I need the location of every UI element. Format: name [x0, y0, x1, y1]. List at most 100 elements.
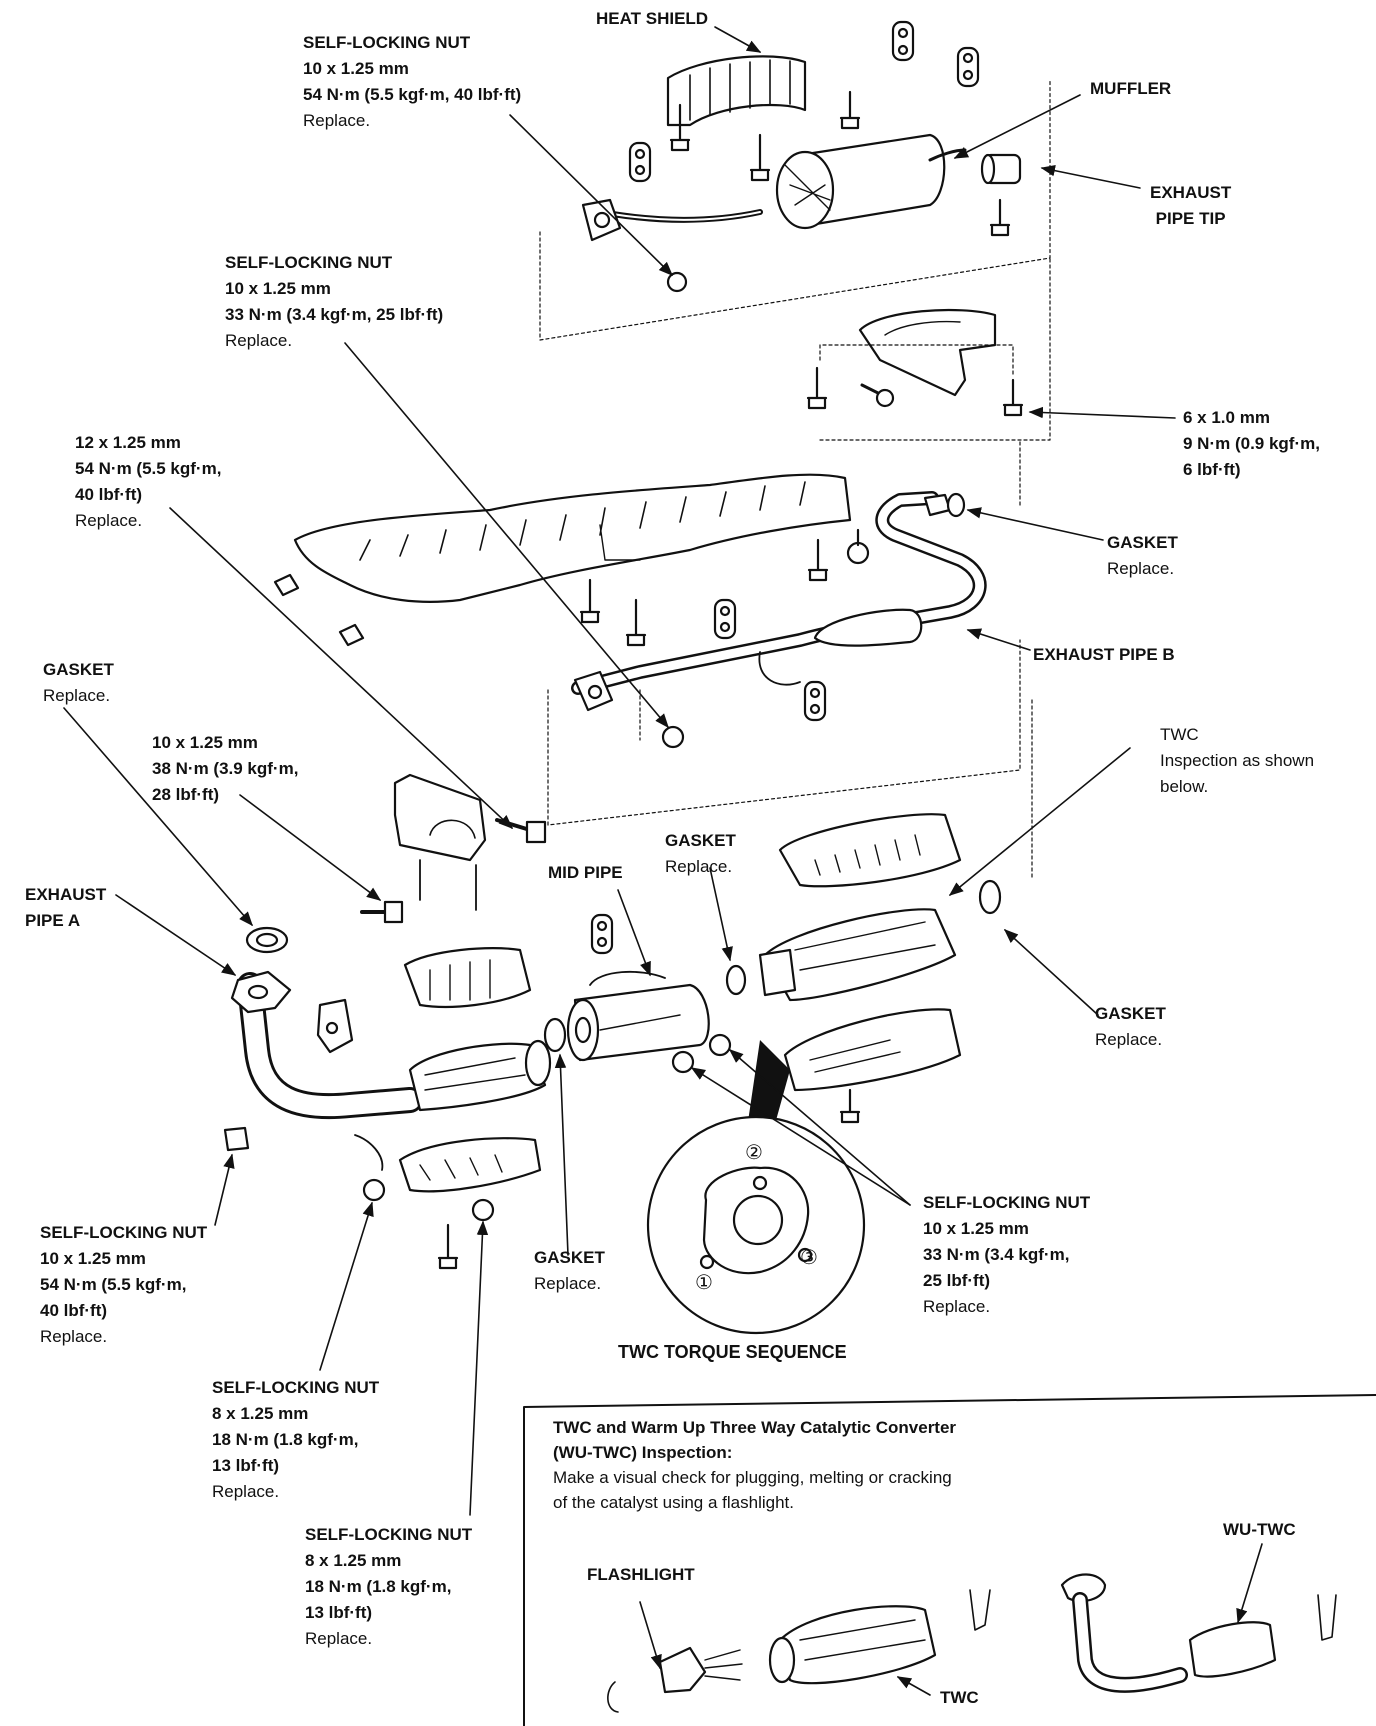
nut-8mm-a-title: SELF-LOCKING NUT [212, 1378, 380, 1397]
muffler-flange [581, 198, 622, 242]
exhaust-pipe-a-title-2: PIPE A [25, 911, 81, 930]
nut-pipe-b-torque: 33 N·m (3.4 kgf·m, 25 lbf·ft) [225, 305, 444, 324]
bolt-6mm-torque-2: 6 lbf·ft) [1183, 460, 1241, 479]
label-exhaust-pipe-tip: EXHAUST PIPE TIP [1150, 180, 1231, 232]
label-nut-8mm-a: SELF-LOCKING NUT 8 x 1.25 mm 18 N·m (1.8… [212, 1375, 379, 1505]
label-gasket-lower: GASKET Replace. [534, 1245, 605, 1297]
twc-inspection-label: TWC [940, 1688, 979, 1707]
nut-pipe-a-title: SELF-LOCKING NUT [40, 1223, 208, 1242]
nut-muffler-torque: 54 N·m (5.5 kgf·m, 40 lbf·ft) [303, 85, 522, 104]
twc-converter [758, 879, 1002, 1002]
mid-pipe-title: MID PIPE [548, 863, 623, 882]
inspection-text: TWC and Warm Up Three Way Catalytic Conv… [553, 1415, 956, 1515]
twc-title: TWC [1160, 725, 1199, 744]
label-exhaust-pipe-b: EXHAUST PIPE B [1033, 642, 1175, 668]
inspection-body-2: of the catalyst using a flashlight. [553, 1493, 794, 1512]
leader-lines [63, 26, 1263, 1696]
bolts-middle-right [806, 366, 1024, 417]
label-muffler: MUFFLER [1090, 76, 1171, 102]
muffler-title: MUFFLER [1090, 79, 1172, 98]
label-gasket-a: GASKET Replace. [43, 657, 114, 709]
muffler [587, 133, 967, 230]
nuts-twc [671, 1033, 732, 1074]
twc-inspection-illustration [768, 1589, 991, 1685]
exhaust-pipe-b-title: EXHAUST PIPE B [1033, 645, 1175, 664]
label-mid-pipe: MID PIPE [548, 860, 623, 886]
nut-pipe-a-torque-2: 40 lbf·ft) [40, 1301, 108, 1320]
bolt-12mm-replace: Replace. [75, 511, 143, 530]
nut-pipe-a-size: 10 x 1.25 mm [40, 1249, 146, 1268]
gasket-mid-replace: Replace. [665, 857, 733, 876]
torque-sequence-title: TWC TORQUE SEQUENCE [618, 1342, 847, 1362]
gasket-b-replace: Replace. [1107, 559, 1175, 578]
nut-muffler-size: 10 x 1.25 mm [303, 59, 409, 78]
exhaust-pipe-a [230, 970, 423, 1120]
bolts-long-shield [579, 528, 870, 647]
torque-mark-1: ① [695, 1272, 713, 1294]
label-nut-muffler: SELF-LOCKING NUT 10 x 1.25 mm 54 N·m (5.… [303, 30, 521, 134]
nut-8mm-b-title: SELF-LOCKING NUT [305, 1525, 473, 1544]
gasket-mid-title: GASKET [665, 831, 736, 850]
bolts-upper [666, 90, 1011, 293]
nut-pipe-b-replace: Replace. [225, 331, 293, 350]
torque-sequence-diagram [646, 1040, 866, 1335]
exhaust-pipe-tip-title: EXHAUST [1150, 183, 1232, 202]
twc-inspection-note: Inspection as shown [1160, 751, 1315, 770]
exhaust-pipe-b [571, 491, 987, 749]
nut-twc-title: SELF-LOCKING NUT [923, 1193, 1091, 1212]
label-twc: TWC Inspection as shown below. [1160, 722, 1314, 800]
bolt-10mm-size: 10 x 1.25 mm [152, 733, 258, 752]
flashlight-illustration [607, 1646, 743, 1713]
bolt-12mm [495, 818, 547, 844]
nut-8mm-a-size: 8 x 1.25 mm [212, 1404, 309, 1423]
gasket-a-replace: Replace. [43, 686, 111, 705]
bolt-12mm-size: 12 x 1.25 mm [75, 433, 181, 452]
gasket-a-ring [245, 926, 289, 954]
gasket-lower-title: GASKET [534, 1248, 605, 1267]
nut-twc-torque: 33 N·m (3.4 kgf·m, [923, 1245, 1070, 1264]
nut-8mm-b-torque: 18 N·m (1.8 kgf·m, [305, 1577, 452, 1596]
label-bolt-12mm: 12 x 1.25 mm 54 N·m (5.5 kgf·m, 40 lbf·f… [75, 430, 221, 534]
heat-shield-twc-upper [403, 947, 532, 1008]
nut-pipe-a-torque: 54 N·m (5.5 kgf·m, [40, 1275, 187, 1294]
inspection-title-2: (WU-TWC) Inspection: [553, 1443, 733, 1462]
exhaust-pipe-tip-title-2: PIPE TIP [1155, 209, 1226, 228]
label-gasket-mid: GASKET Replace. [665, 828, 736, 880]
inspection-body-1: Make a visual check for plugging, meltin… [553, 1468, 952, 1487]
label-nut-pipe-b: SELF-LOCKING NUT 10 x 1.25 mm 33 N·m (3.… [225, 250, 443, 354]
nut-8mm-b-size: 8 x 1.25 mm [305, 1551, 402, 1570]
bolt-10mm-torque: 38 N·m (3.9 kgf·m, [152, 759, 299, 778]
torque-mark-2: ② [745, 1142, 763, 1164]
nut-8mm-a-torque: 18 N·m (1.8 kgf·m, [212, 1430, 359, 1449]
bolt-6mm-torque: 9 N·m (0.9 kgf·m, [1183, 434, 1320, 453]
gasket-twc-replace: Replace. [1095, 1030, 1163, 1049]
nut-pipe-a-replace: Replace. [40, 1327, 108, 1346]
exhaust-pipe-tip [980, 153, 1022, 185]
nut-muffler-replace: Replace. [303, 111, 371, 130]
gasket-b-title: GASKET [1107, 533, 1178, 552]
lower-dashed-frame [547, 439, 1021, 826]
inspection-box-frame [523, 1394, 1376, 1726]
nut-muffler-title: SELF-LOCKING NUT [303, 33, 471, 52]
nut-pipe-b-title: SELF-LOCKING NUT [225, 253, 393, 272]
gasket-a-ring-inner [255, 932, 279, 948]
upper-heat-shield [666, 55, 807, 127]
twc-heat-shield-upper [778, 813, 962, 888]
nut-twc-size: 10 x 1.25 mm [923, 1219, 1029, 1238]
wu-twc-inspection-illustration [1060, 1573, 1337, 1693]
mid-pipe [566, 913, 710, 1062]
small-heat-shield [858, 308, 997, 397]
nut-twc-replace: Replace. [923, 1297, 991, 1316]
flashlight-label: FLASHLIGHT [587, 1565, 695, 1584]
label-nut-twc: SELF-LOCKING NUT 10 x 1.25 mm 33 N·m (3.… [923, 1190, 1090, 1320]
bolt-10mm [360, 900, 404, 924]
inspection-title-1: TWC and Warm Up Three Way Catalytic Conv… [553, 1418, 957, 1437]
label-bolt-10mm: 10 x 1.25 mm 38 N·m (3.9 kgf·m, 28 lbf·f… [152, 730, 298, 808]
long-shield-nuts [273, 573, 365, 647]
gasket-a-title: GASKET [43, 660, 114, 679]
label-heat-shield: HEAT SHIELD [596, 6, 708, 32]
bracket-upper-left [393, 773, 487, 911]
label-nut-8mm-b: SELF-LOCKING NUT 8 x 1.25 mm 18 N·m (1.8… [305, 1522, 472, 1652]
gasket-twc-title: GASKET [1095, 1004, 1166, 1023]
